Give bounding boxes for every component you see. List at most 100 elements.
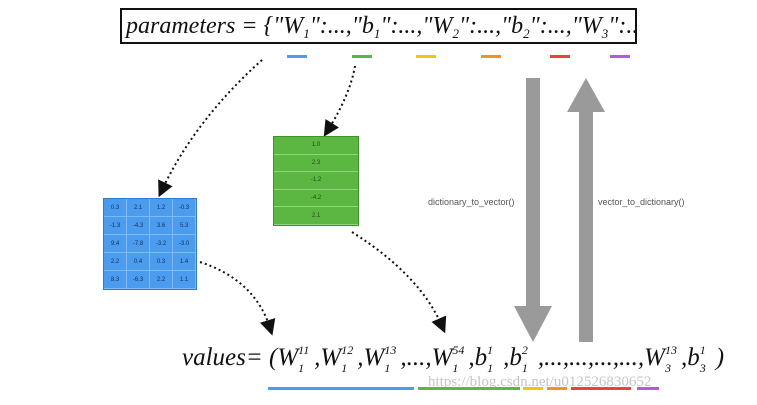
matrix-cell: 2.2 [150,271,173,289]
matrix-cell: -7.8 [127,235,150,253]
param-b2-sub: 2 [523,26,530,41]
tag-b3 [610,55,630,58]
param-b3-base: ":...,"b [608,13,637,39]
tag-b2 [481,55,501,58]
vector-cell: 2.1 [274,207,358,225]
dotted-arrows [158,59,447,336]
param-w1-sub: 1 [303,26,310,41]
tag-w3 [550,55,570,58]
values-term-base: W [277,344,299,371]
vector-cell: -4.2 [274,190,358,208]
matrix-cell: -6.3 [127,271,150,289]
values-term-sub: 1 [521,361,528,376]
param-b1-base: ":...,"b [309,13,374,39]
values-underlines [268,387,659,390]
param-w2-base: ":...,"W [380,13,453,39]
param-w1: {"W1 [263,13,310,41]
matrix-cell: -4.3 [127,217,150,235]
values-term-base: ,...,W [400,344,453,371]
matrix-cell: 1.2 [150,199,173,217]
values-term-sub: 3 [699,361,706,376]
matrix-cell: 2.2 [104,253,127,271]
matrix-cell: -3.2 [150,235,173,253]
matrix-cell: -3.0 [173,235,196,253]
values-term-sup: 12 [341,343,354,358]
arrow-vector-to-values [351,231,447,334]
label-vector-to-dictionary: vector_to_dictionary() [598,197,685,207]
values-term-sub: 1 [384,361,391,376]
param-w2: ":...,"W2 [380,13,460,41]
tag-w1 [287,55,307,58]
matrix-cell: 3.6 [150,217,173,235]
matrix-cell: 1.1 [173,271,196,289]
param-b2-base: ":...,"b [459,13,524,39]
values-term-sub: 1 [487,361,494,376]
matrix-cell: 1.4 [173,253,196,271]
values-term-sub: 1 [341,361,348,376]
equals-brace: = [241,13,264,39]
values-term-sub: 1 [298,361,305,376]
tag-w2 [416,55,436,58]
matrix-cell: 0.3 [150,253,173,271]
down-arrow [514,78,552,342]
values-term-sub: 1 [452,361,459,376]
values-term-sup: 11 [298,343,310,358]
values-term-base: ,W [357,344,385,371]
matrix-cell: 9.4 [104,235,127,253]
up-arrow [567,78,605,342]
matrix-cell: 0.3 [104,199,127,217]
label-dictionary-to-vector: dictionary_to_vector() [428,197,515,207]
arrow-w1-to-matrix [158,59,263,198]
param-w1-base: {"W [263,13,304,39]
matrix-cell: -1.3 [104,217,127,235]
values-term-sup: 2 [521,343,528,358]
param-w3-base: ":...,"W [529,13,602,39]
param-b1: ":...,"b1 [309,13,381,41]
values-term-base: ,b [468,344,488,371]
vector-cell: 1.0 [274,137,358,155]
parameters-formula: parameters = {"W1":...,"b1":...,"W2":...… [120,8,637,44]
watermark: https://blog.csdn.net/u012526830652 [428,374,652,390]
values-term-base: ,b [503,344,522,371]
values-term-sup: 54 [452,343,465,358]
vector-cell: -1.2 [274,172,358,190]
vector-cell: 2.3 [274,155,358,173]
param-b1-sub: 1 [373,26,381,41]
values-term-base: ,...,...,...,...,W [537,344,665,371]
matrix-cell: 5.3 [173,217,196,235]
arrow-b1-to-vector [323,65,356,137]
values-term-sub: 3 [664,361,671,376]
param-w3: ":...,"W3 [529,13,609,41]
values-term-sup: 1 [699,343,706,358]
tag-b1 [352,55,372,58]
param-b2: ":...,"b2 [459,13,530,41]
matrix-cell: 8.3 [104,271,127,289]
values-term-base: ,W [314,344,342,371]
matrix-cell: -0.3 [173,199,196,217]
arrow-matrix-to-values [199,261,276,336]
matrix-cell: 0.4 [127,253,150,271]
param-w2-sub: 2 [452,26,460,41]
values-lhs: values [182,344,246,371]
values-term-sup: 13 [384,343,397,358]
values-term-sup: 13 [664,343,677,358]
values-term-base: ,b [680,344,700,371]
param-b3: ":...,"b3 [608,13,637,39]
values-close: ) [715,344,725,371]
